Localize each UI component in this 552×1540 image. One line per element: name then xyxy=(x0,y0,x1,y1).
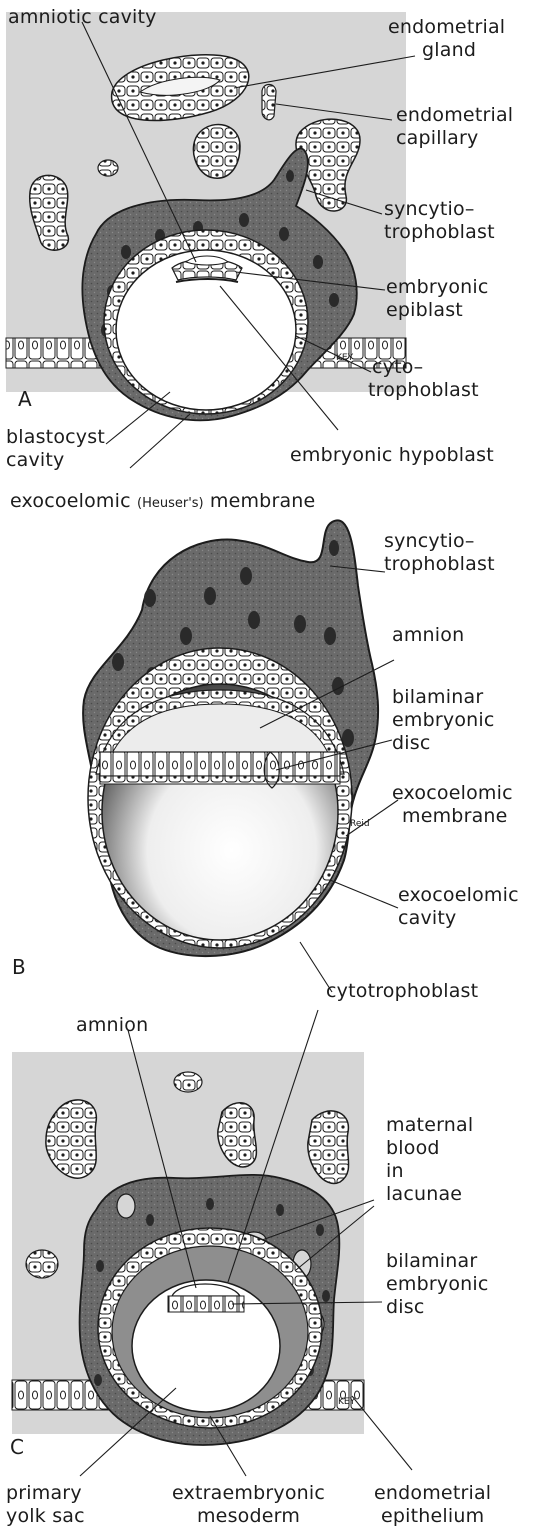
endometrial-capillary-a xyxy=(98,160,118,176)
label-exocoelomic-membrane-a: exocoelomic (Heuser's) membrane xyxy=(10,490,315,515)
signature-b: Reid xyxy=(350,819,370,829)
label-amnion-b: amnion xyxy=(392,624,464,647)
panel-letter-c: C xyxy=(10,1436,24,1459)
panel-a-drawing: KEY xyxy=(6,12,415,468)
endometrial-gland-a2 xyxy=(262,85,276,120)
bilaminar-disc-b xyxy=(100,752,340,776)
label-syncytiotrophoblast-b: syncytio–trophoblast xyxy=(384,530,495,576)
label-embryonic-hypoblast-a: embryonic hypoblast xyxy=(290,444,494,467)
panel-b-drawing: Reid xyxy=(83,520,398,992)
signature-a: KEY xyxy=(336,353,354,363)
panel-letter-b: B xyxy=(12,956,26,979)
panel-c-drawing: KEY xyxy=(12,1010,412,1476)
label-syncytiotrophoblast-a: syncytio–trophoblast xyxy=(384,198,495,244)
endometrial-capillary-c1 xyxy=(174,1072,202,1092)
label-cytotrophoblast-b: cytotrophoblast xyxy=(326,980,478,1003)
label-amnion-c: amnion xyxy=(76,1014,148,1037)
label-cytotrophoblast-a: cyto–trophoblast xyxy=(372,356,479,402)
signature-c: KEY xyxy=(338,1397,356,1407)
endometrial-capillary-c2 xyxy=(26,1250,58,1278)
panel-letter-a: A xyxy=(18,388,32,411)
endometrial-gland-a4 xyxy=(193,124,240,178)
label-amniotic-cavity-a: amniotic cavity xyxy=(8,6,157,29)
